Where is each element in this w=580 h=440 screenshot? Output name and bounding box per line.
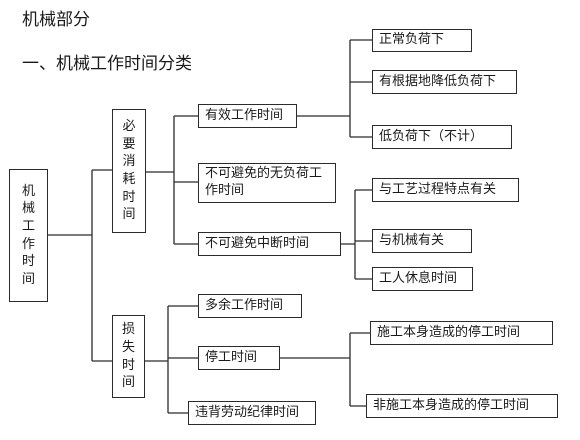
effective-child-3: 低负荷下（不计） <box>372 125 512 149</box>
root-node: 机械工作时间 <box>9 169 48 302</box>
effective-child-2: 有根据地降低负荷下 <box>372 70 517 94</box>
necessary-time-label: 必要消耗时间 <box>122 119 136 223</box>
unavoidable-interrupt-node: 不可避免中断时间 <box>198 232 341 256</box>
page-title: 机械部分 <box>22 10 90 30</box>
excess-work-node: 多余工作时间 <box>198 294 302 318</box>
unavoidable-no-load-node: 不可避免的无负荷工作时间 <box>198 163 336 203</box>
section-title: 一、机械工作时间分类 <box>22 54 192 74</box>
necessary-time-node: 必要消耗时间 <box>112 109 146 233</box>
interrupt-child-2: 与机械有关 <box>372 229 472 253</box>
loss-time-label: 损失时间 <box>121 322 135 391</box>
effective-work-node: 有效工作时间 <box>198 104 297 128</box>
interrupt-child-3: 工人休息时间 <box>372 267 473 291</box>
violation-node: 违背劳动纪律时间 <box>188 401 316 425</box>
interrupt-child-1: 与工艺过程特点有关 <box>372 178 519 202</box>
loss-time-node: 损失时间 <box>112 315 145 398</box>
effective-child-1: 正常负荷下 <box>372 29 472 52</box>
stoppage-node: 停工时间 <box>198 346 280 370</box>
root-node-label: 机械工作时间 <box>21 183 35 287</box>
stoppage-child-1: 施工本身造成的停工时间 <box>370 321 553 345</box>
stoppage-child-2: 非施工本身造成的停工时间 <box>366 394 558 418</box>
